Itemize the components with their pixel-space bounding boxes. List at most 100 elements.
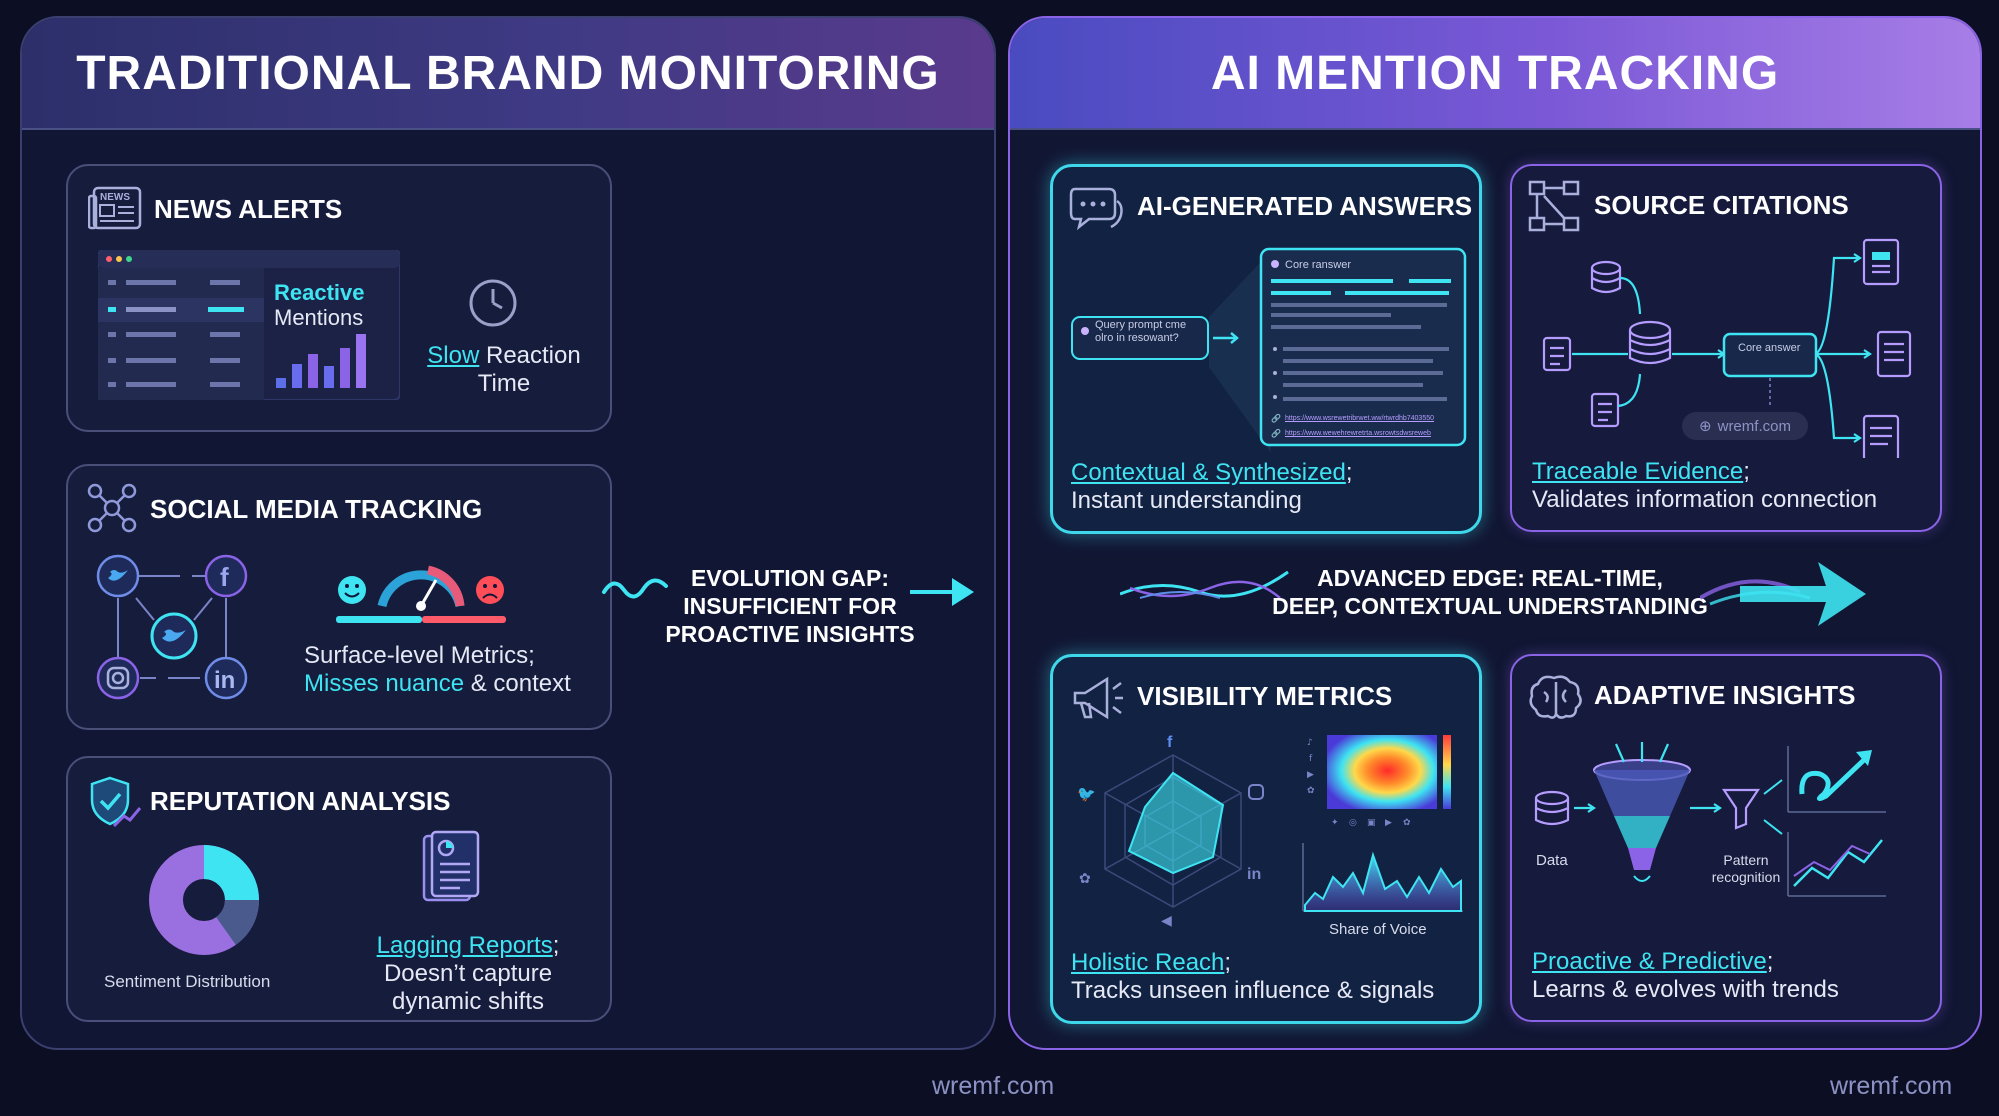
lagging-reports-label: Lagging Reports bbox=[376, 932, 553, 959]
evolution-gap-text: EVOLUTION GAP: INSUFFICIENT FOR PROACTIV… bbox=[650, 564, 930, 648]
reputation-card: REPUTATION ANALYSIS Sentiment Distributi… bbox=[66, 756, 612, 1022]
source-site-label: wremf.com bbox=[1717, 417, 1791, 435]
network-icon bbox=[87, 483, 137, 533]
social-media-card: SOCIAL MEDIA TRACKING f bbox=[66, 464, 612, 730]
flowchart-icon bbox=[1528, 180, 1580, 232]
traceable-evidence-label: Traceable Evidence bbox=[1532, 458, 1744, 485]
newspaper-icon: NEWS bbox=[88, 186, 142, 230]
heatmap-chart: ♪f▶✿ ✦◎▣▶✿ bbox=[1307, 735, 1451, 828]
sentiment-gauge bbox=[336, 565, 506, 623]
radar-instagram-icon bbox=[1248, 784, 1264, 800]
news-alerts-card: NEWS NEWS ALERTS bbox=[66, 164, 612, 432]
evolution-gap-line-1: EVOLUTION GAP: bbox=[690, 565, 890, 591]
advanced-edge-line-2: DEEP, CONTEXTUAL UNDERSTANDING bbox=[1272, 593, 1708, 619]
svg-text:◎: ◎ bbox=[1349, 818, 1357, 828]
radar-facebook-icon: f bbox=[1167, 734, 1173, 751]
instant-understanding-label: Instant understanding bbox=[1071, 487, 1302, 514]
news-feed-mockup bbox=[98, 250, 400, 400]
ai-answers-description: Contextual & Synthesized; Instant unders… bbox=[1071, 459, 1353, 515]
query-prompt-line-2: olro in resowant? bbox=[1095, 332, 1179, 344]
share-of-voice-chart bbox=[1302, 843, 1463, 912]
instagram-icon bbox=[96, 656, 140, 700]
ai-header: AI MENTION TRACKING bbox=[1010, 18, 1980, 130]
globe-icon: ⊕ bbox=[1699, 418, 1712, 435]
news-alerts-title: NEWS ALERTS bbox=[154, 194, 343, 224]
holistic-reach-label: Holistic Reach bbox=[1071, 949, 1225, 976]
data-label: Data bbox=[1536, 852, 1568, 869]
svg-text:▶: ▶ bbox=[1385, 818, 1392, 828]
pattern-recognition-label: Pattern recognition bbox=[1704, 852, 1788, 886]
answers-suffix: ; bbox=[1345, 459, 1353, 486]
misses-nuance-label: Misses nuance bbox=[304, 670, 465, 697]
adaptive-insights-card: ADAPTIVE INSIGHTS bbox=[1510, 654, 1942, 1022]
answer-link-2[interactable]: https://www.wewehrewretrta.wsrowtsdwsrew… bbox=[1285, 430, 1431, 437]
traditional-panel: TRADITIONAL BRAND MONITORING NEWS NEWS A… bbox=[20, 16, 996, 1050]
citation-flow-diagram bbox=[1542, 238, 1912, 458]
radar-linkedin-icon: in bbox=[1247, 866, 1261, 883]
svg-text:🔗: 🔗 bbox=[1271, 428, 1281, 438]
core-answer-label: Core ranswer bbox=[1285, 259, 1352, 271]
pattern-line-2: recognition bbox=[1711, 869, 1781, 885]
slow-reaction-text: Slow Reaction Time bbox=[414, 342, 594, 398]
visibility-suffix: ; bbox=[1224, 949, 1232, 976]
insight-funnel-diagram bbox=[1534, 742, 1886, 897]
facebook-icon: f bbox=[204, 554, 248, 598]
newspaper-icon-text: NEWS bbox=[100, 192, 130, 203]
wave-squiggle-icon bbox=[602, 578, 668, 599]
source-citations-title: SOURCE CITATIONS bbox=[1594, 190, 1849, 220]
sentiment-distribution-label: Sentiment Distribution bbox=[104, 972, 271, 991]
time-label: Time bbox=[477, 370, 531, 397]
twitter-icon bbox=[96, 554, 140, 598]
radar-reddit-icon: ✿ bbox=[1079, 870, 1091, 886]
answer-link-1[interactable]: https://www.wsrewetribrwet.ww/rtwrdhb740… bbox=[1285, 415, 1435, 422]
linkedin-icon: in bbox=[204, 656, 248, 700]
validates-connection-label: Validates information connection bbox=[1532, 486, 1878, 513]
ai-title: AI MENTION TRACKING bbox=[1210, 46, 1780, 100]
svg-text:▶: ▶ bbox=[1307, 770, 1314, 780]
reputation-title: REPUTATION ANALYSIS bbox=[150, 786, 451, 816]
watermark-center: wremf.com bbox=[932, 1072, 1055, 1100]
ai-answers-title: AI-GENERATED ANSWERS bbox=[1137, 191, 1473, 221]
doesnt-capture-label: Doesn’t capture bbox=[383, 960, 553, 987]
context-label: & context bbox=[464, 670, 571, 697]
citations-suffix: ; bbox=[1743, 458, 1750, 485]
source-citations-card: SOURCE CITATIONS Core bbox=[1510, 164, 1942, 532]
visibility-metrics-title: VISIBILITY METRICS bbox=[1137, 681, 1393, 711]
tracks-unseen-label: Tracks unseen influence & signals bbox=[1071, 977, 1435, 1004]
big-arrow-right-icon bbox=[1700, 562, 1866, 626]
svg-text:✿: ✿ bbox=[1403, 818, 1411, 828]
surface-metrics-label: Surface-level Metrics; bbox=[304, 642, 535, 669]
advanced-edge-line-1: ADVANCED EDGE: REAL-TIME, bbox=[1317, 565, 1663, 591]
mentions-label: Mentions bbox=[274, 305, 364, 330]
core-answer-node: Core answer bbox=[1738, 342, 1801, 354]
radar-twitter-icon: 🐦 bbox=[1077, 786, 1096, 803]
svg-text:✿: ✿ bbox=[1307, 786, 1315, 796]
brain-icon bbox=[1529, 675, 1582, 719]
reputation-description: Lagging Reports; Doesn’t capture dynamic… bbox=[348, 932, 588, 1016]
evolution-gap-line-2: INSUFFICIENT FOR bbox=[683, 593, 897, 619]
slow-label: Slow bbox=[427, 342, 480, 369]
reactive-label: Reactive bbox=[274, 280, 365, 305]
svg-text:🔗: 🔗 bbox=[1271, 413, 1281, 423]
advanced-edge-text: ADVANCED EDGE: REAL-TIME, DEEP, CONTEXTU… bbox=[1260, 564, 1720, 620]
shield-check-icon bbox=[90, 776, 142, 828]
svg-text:in: in bbox=[214, 667, 235, 694]
source-site-pill: ⊕ wremf.com bbox=[1682, 412, 1808, 440]
pattern-line-1: Pattern bbox=[1723, 852, 1769, 868]
query-prompt-text: Query prompt cme olro in resowant? bbox=[1095, 319, 1186, 345]
megaphone-icon bbox=[1073, 676, 1123, 720]
ai-answers-card: AI-GENERATED ANSWERS 🔗 🔗 Query prompt cm… bbox=[1050, 164, 1482, 534]
learns-evolves-label: Learns & evolves with trends bbox=[1532, 976, 1839, 1003]
query-prompt-line-1: Query prompt cme bbox=[1095, 319, 1187, 331]
twitter-center-icon bbox=[150, 612, 198, 660]
reactive-mentions-text: Reactive Mentions bbox=[274, 280, 365, 330]
proactive-predictive-label: Proactive & Predictive bbox=[1532, 948, 1767, 975]
share-of-voice-label: Share of Voice bbox=[1329, 921, 1427, 938]
traditional-header: TRADITIONAL BRAND MONITORING bbox=[22, 18, 994, 130]
watermark-right: wremf.com bbox=[1830, 1072, 1953, 1100]
dynamic-shifts-label: dynamic shifts bbox=[391, 988, 545, 1015]
svg-text:f: f bbox=[1309, 754, 1313, 764]
contextual-synthesized-label: Contextual & Synthesized bbox=[1071, 459, 1346, 486]
svg-text:▣: ▣ bbox=[1367, 818, 1376, 828]
chat-bubble-icon bbox=[1069, 187, 1123, 231]
